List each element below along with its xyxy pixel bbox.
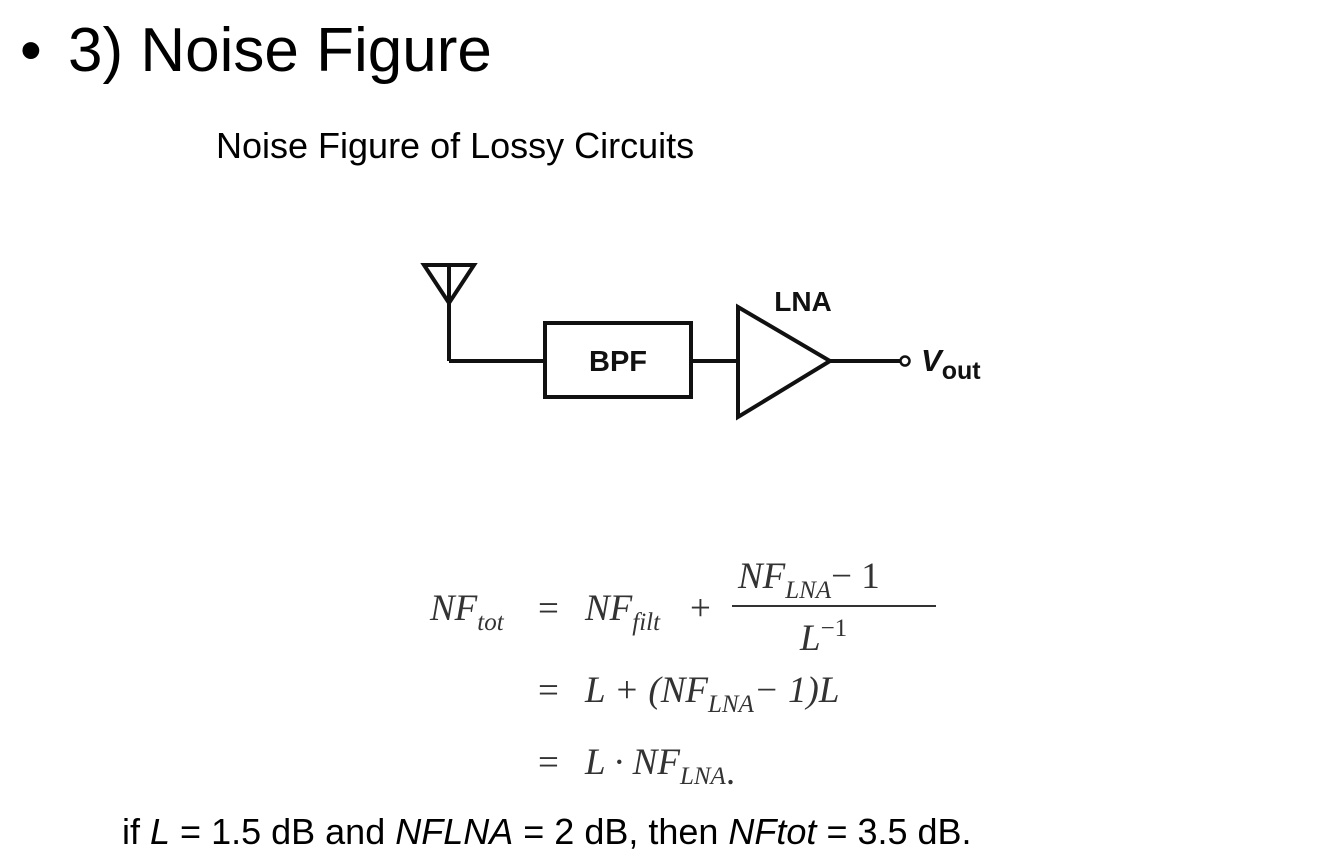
antenna-icon	[420, 263, 545, 363]
eq-denominator: L−1	[799, 615, 847, 659]
eq-line2-b: − 1)L	[754, 670, 840, 711]
eq-denominator-main: L	[799, 618, 821, 659]
output-label: Vout	[921, 343, 981, 385]
eq-plus: +	[690, 588, 711, 629]
eq-equals-2: =	[538, 670, 559, 711]
eq-line3-end: .	[726, 752, 735, 793]
lna-label: LNA	[774, 286, 832, 317]
eq-term-filt-sub: filt	[632, 609, 661, 636]
eq-numerator: NFLNA− 1	[737, 556, 880, 604]
output-label-main: V	[921, 343, 944, 378]
eq-line2-sub: LNA	[707, 691, 755, 718]
eq-equals-1: =	[538, 588, 559, 629]
output-terminal	[899, 355, 911, 367]
eq-equals-3: =	[538, 742, 559, 783]
eq-numerator-sub: LNA	[784, 577, 832, 604]
noise-figure-equation: NFtot = NFfilt + NFLNA− 1 L−1 = L + (NFL…	[429, 556, 936, 793]
example-text-2: = 1.5 dB and	[170, 811, 396, 852]
eq-line3-a: L · NF	[584, 742, 680, 783]
eq-line3-sub: LNA	[679, 763, 727, 790]
eq-numerator-main: NF	[737, 556, 786, 597]
eq-denominator-sup: −1	[821, 615, 848, 642]
bullet-marker: •	[20, 16, 42, 85]
bpf-label: BPF	[589, 346, 647, 378]
eq-lhs-main: NF	[429, 588, 478, 629]
eq-line3: L · NFLNA.	[584, 742, 735, 793]
eq-line2: L + (NFLNA− 1)L	[584, 670, 839, 718]
example-var-l: L	[150, 811, 171, 852]
slide-subtitle: Noise Figure of Lossy Circuits	[216, 125, 695, 166]
example-text-4: = 3.5 dB.	[816, 811, 972, 852]
slide-heading: • 3) Noise Figure	[20, 14, 492, 88]
eq-term-filt-main: NF	[584, 588, 633, 629]
example-text-1: if	[122, 811, 151, 852]
example-text-3: = 2 dB, then	[513, 811, 729, 852]
eq-lhs: NFtot	[429, 588, 505, 636]
eq-line2-a: L + (NF	[584, 670, 708, 711]
example-statement: if L = 1.5 dB and NFLNA = 2 dB, then NFt…	[122, 810, 972, 853]
eq-lhs-sub: tot	[477, 609, 504, 636]
block-diagram: BPF LNA Vout	[385, 215, 1035, 460]
example-var-nflna: NFLNA	[395, 811, 514, 852]
eq-numerator-minus-one: − 1	[831, 556, 880, 597]
eq-term-filt: NFfilt	[584, 588, 661, 636]
diagram-background	[385, 215, 1035, 460]
example-var-nftot: NFtot	[728, 811, 817, 852]
output-label-sub: out	[942, 357, 982, 385]
lna-triangle	[736, 303, 834, 421]
slide-title: 3) Noise Figure	[68, 16, 492, 85]
